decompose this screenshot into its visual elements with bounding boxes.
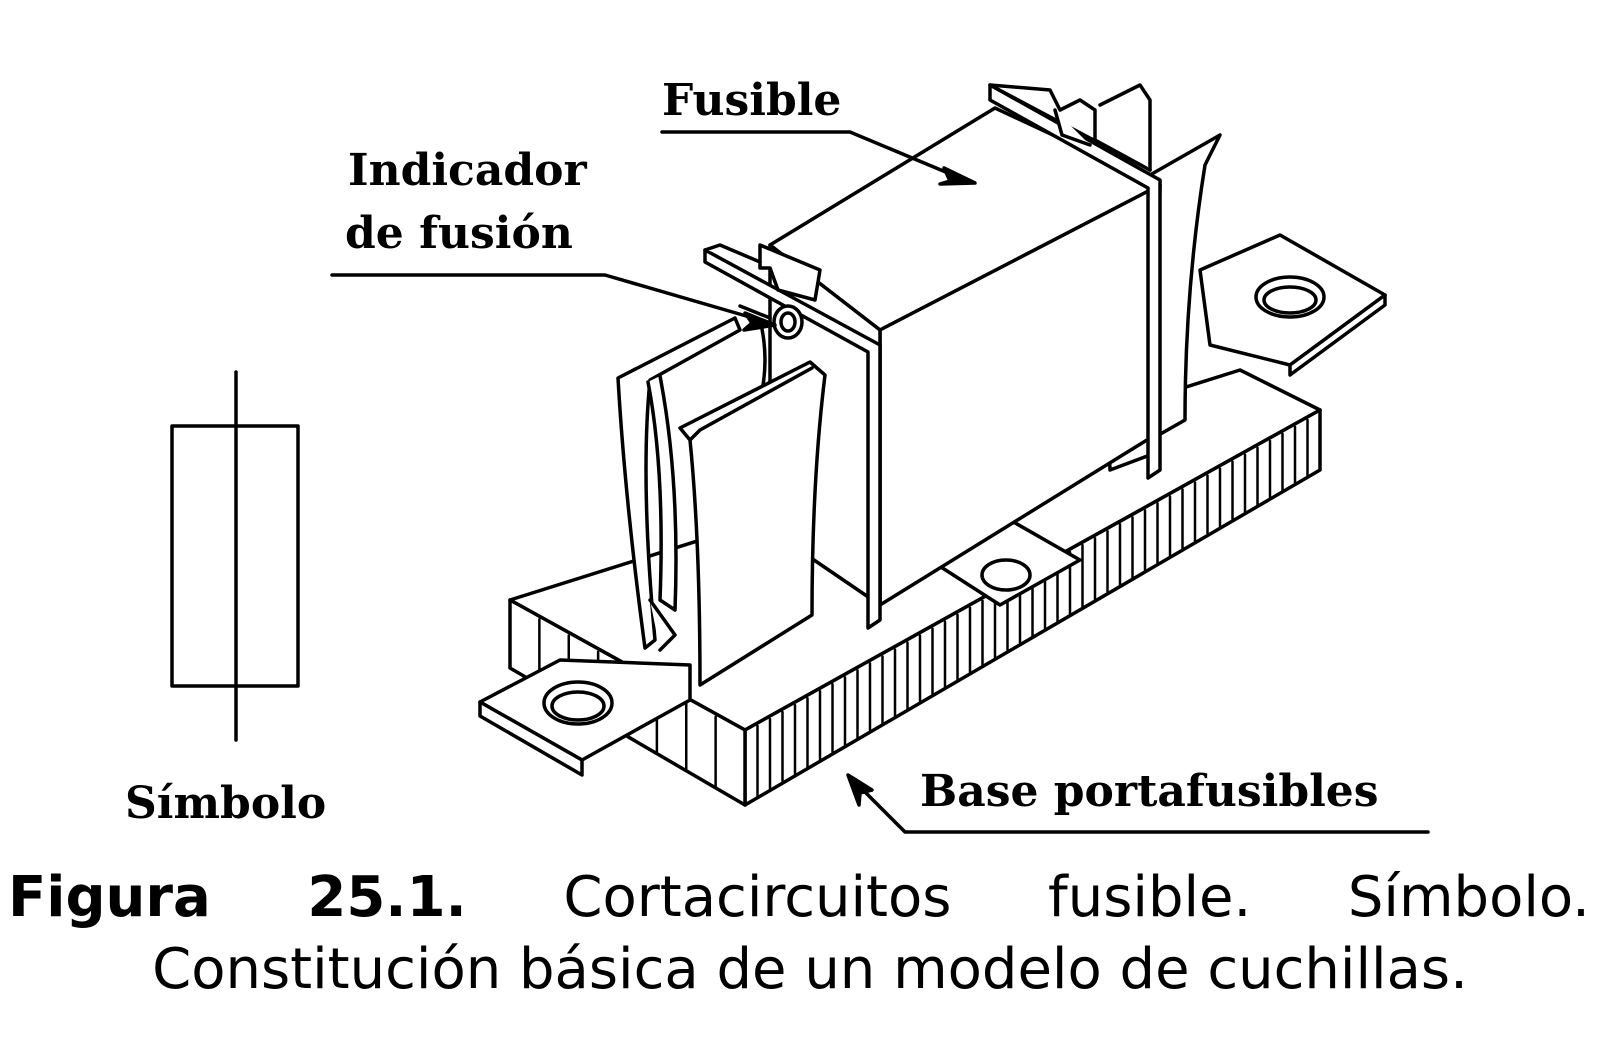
figure-caption: Figura 25.1. Cortacircuitos fusible. Sím… (0, 862, 1600, 1006)
label-indicador-line1: Indicador (348, 145, 587, 196)
caption-figure-word: Figura (8, 865, 211, 930)
label-simbolo: Símbolo (125, 778, 326, 829)
base-ribs (756, 418, 1309, 797)
label-fusible: Fusible (662, 75, 841, 126)
left-contact-clip (616, 316, 827, 687)
left-terminal-tab (478, 658, 692, 777)
right-terminal-tab (1198, 233, 1387, 377)
leader-fusible (660, 130, 977, 186)
label-base: Base portafusibles (920, 766, 1379, 817)
left-blade-plate (703, 243, 882, 630)
caption-figure-number: 25.1. (307, 865, 467, 930)
right-blade-plate (988, 83, 1162, 480)
leader-indicador (330, 273, 777, 332)
label-indicador-line2: de fusión (345, 208, 573, 259)
caption-word-3: Símbolo. (1347, 865, 1590, 930)
caption-line-2: Constitución básica de un modelo de cuch… (152, 937, 1468, 1002)
caption-word-1: Cortacircuitos (563, 865, 952, 930)
fuse-symbol (170, 370, 300, 742)
leader-base (846, 773, 1430, 834)
caption-word-2: fusible. (1048, 865, 1252, 930)
